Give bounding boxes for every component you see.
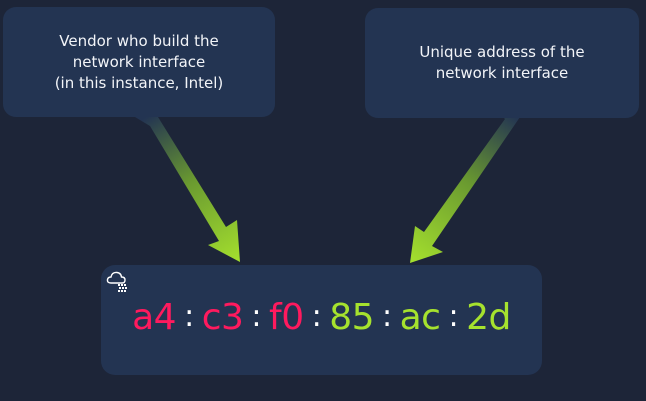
mac-separator: : — [184, 299, 194, 334]
mac-octet-unique: ac — [399, 297, 441, 338]
mac-octet-unique: 2d — [466, 297, 511, 338]
unique-callout-line: Unique address of the — [419, 43, 585, 61]
unique-callout-line: network interface — [435, 64, 569, 82]
mac-separator: : — [311, 299, 322, 334]
mac-separator: : — [448, 299, 459, 334]
vendor-callout-line: (in this instance, Intel) — [54, 73, 224, 92]
vendor-callout-line: network interface — [72, 52, 206, 71]
vendor-callout: Vendor who build the network interface (… — [3, 7, 275, 117]
mac-address-panel: a4:c3:f0:85:ac:2d — [101, 265, 542, 375]
mac-separator: : — [251, 299, 262, 334]
cloud-grid-icon — [106, 271, 127, 292]
unique-arrow — [410, 117, 520, 263]
mac-octet-vendor: a4 — [132, 297, 177, 338]
mac-octet-vendor: c3 — [201, 297, 244, 338]
mac-address: a4:c3:f0:85:ac:2d — [101, 295, 542, 343]
mac-separator: : — [382, 299, 392, 334]
vendor-callout-line: Vendor who build the — [59, 31, 219, 50]
mac-octet-unique: 85 — [329, 297, 375, 338]
vendor-arrow — [135, 117, 240, 262]
unique-callout: Unique address of the network interface — [365, 8, 639, 118]
mac-octet-vendor: f0 — [269, 297, 304, 338]
